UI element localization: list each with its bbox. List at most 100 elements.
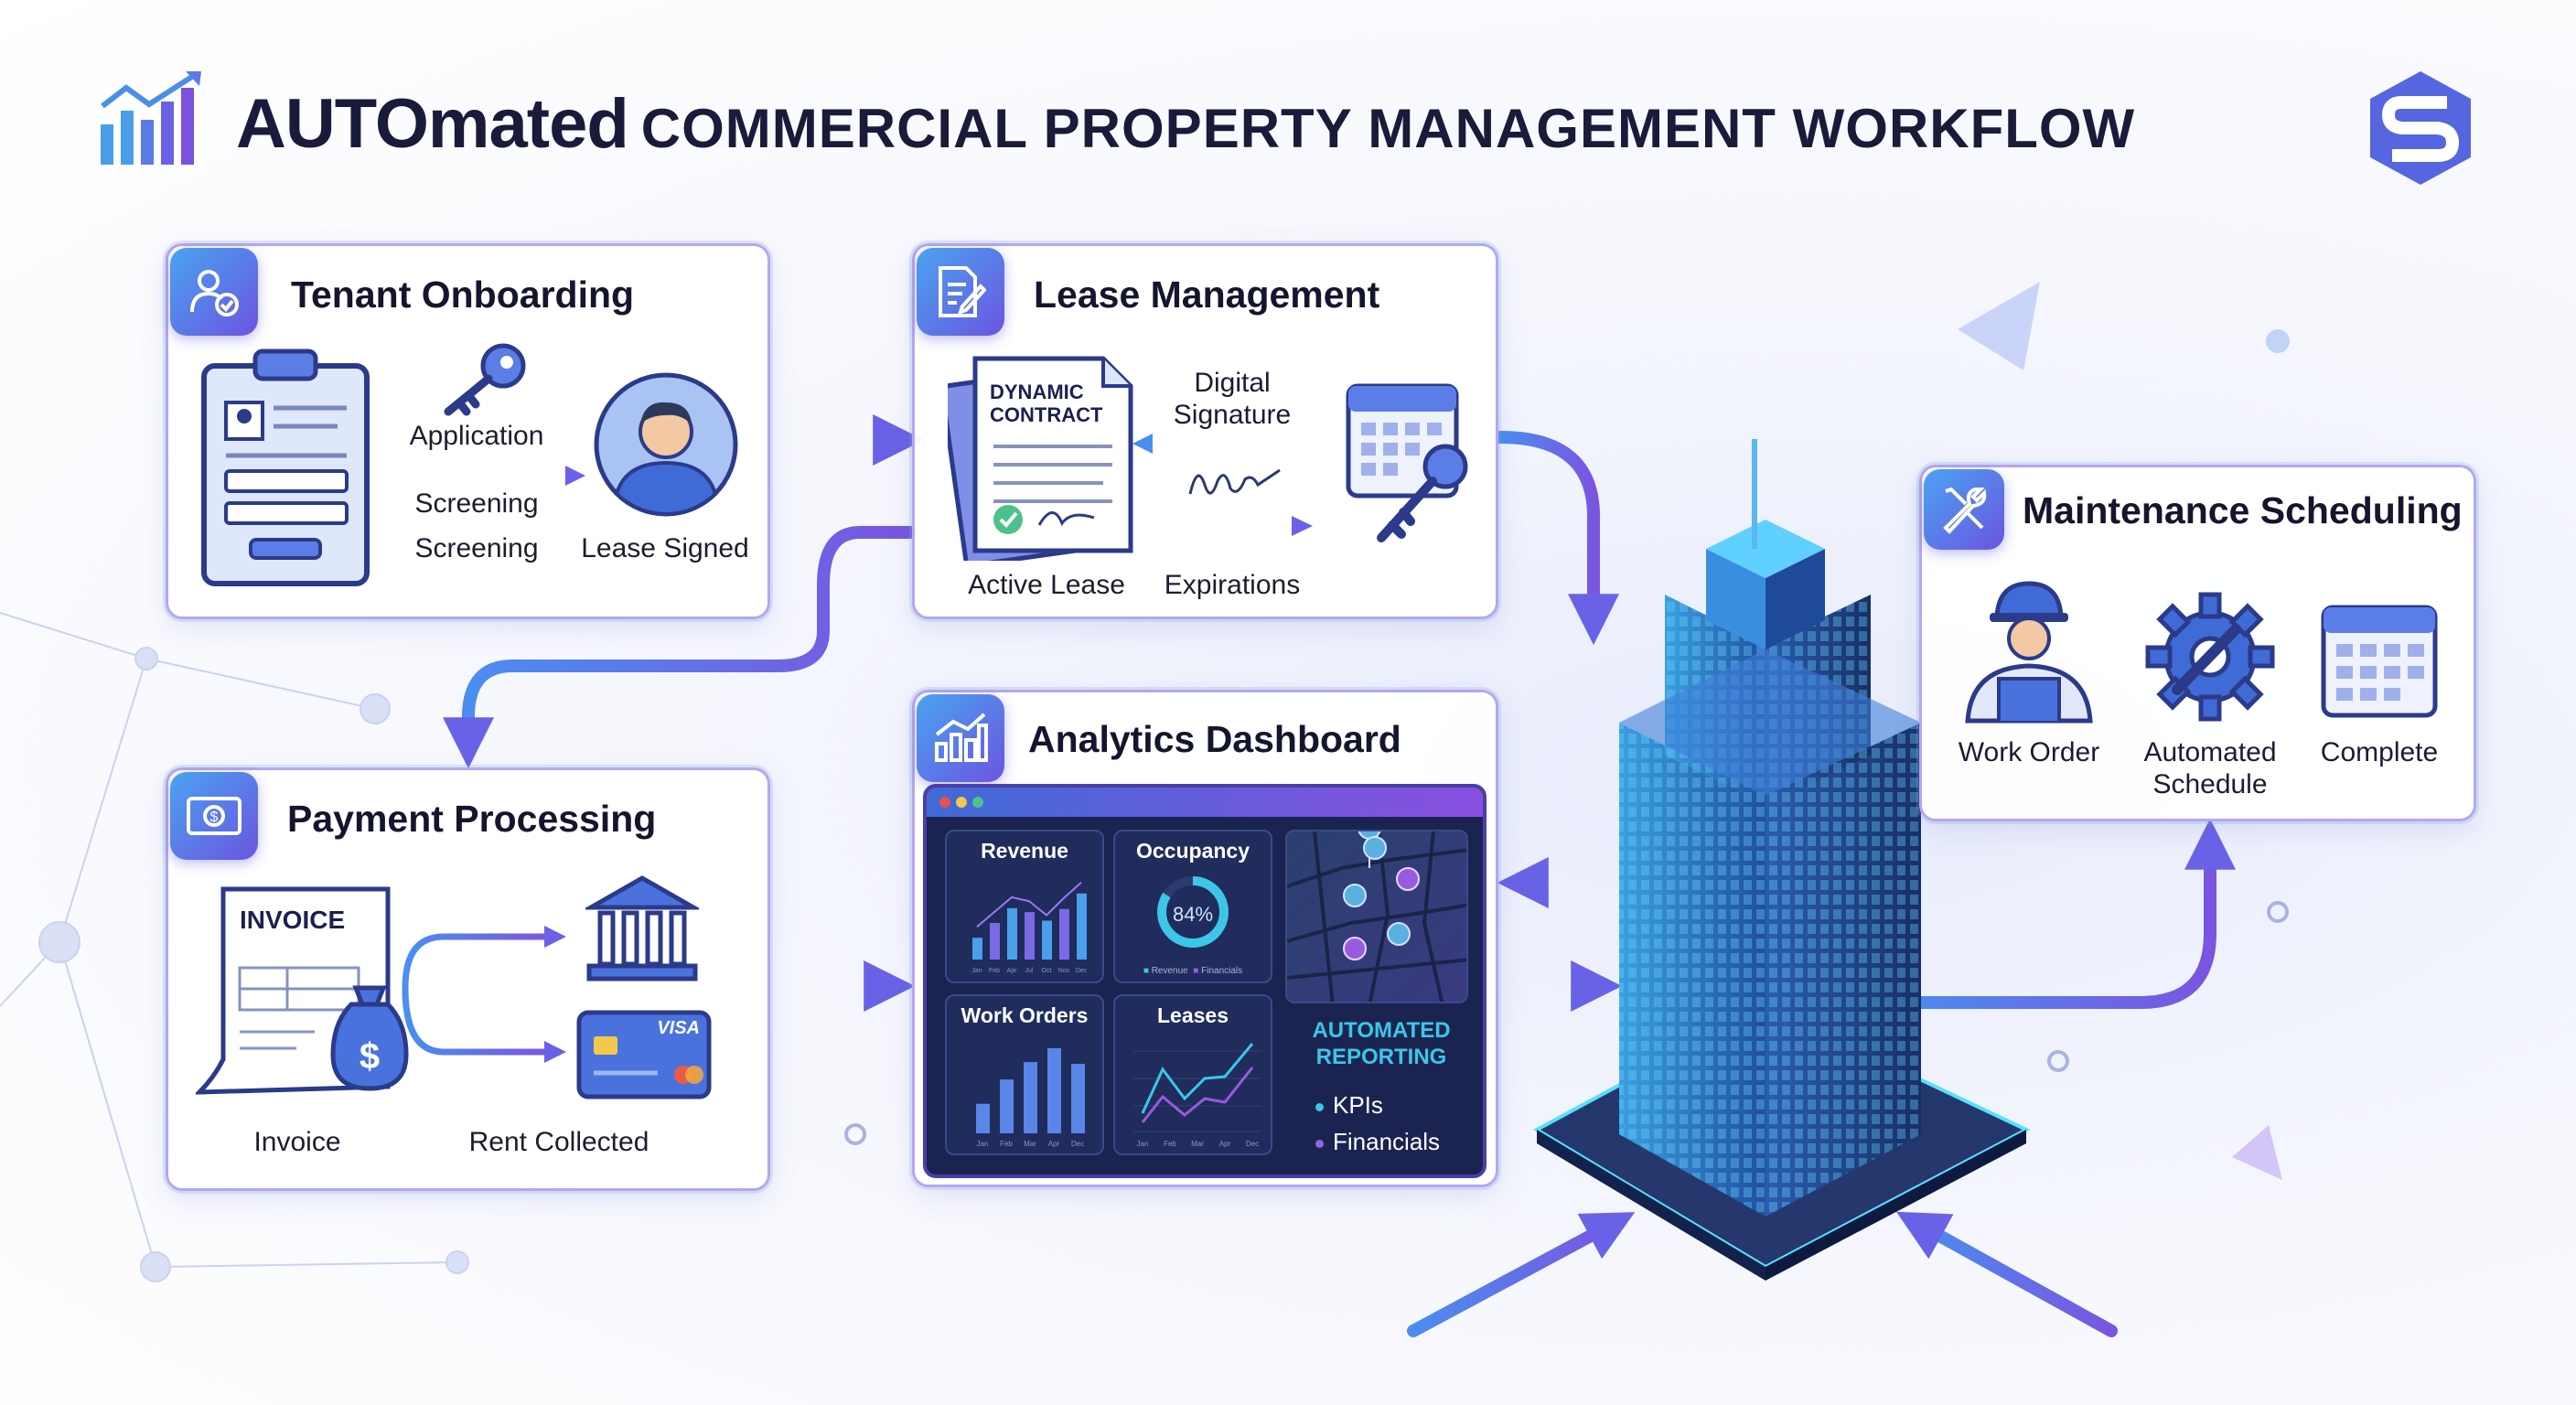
revenue-month-label: Apr <box>1007 968 1018 974</box>
legend-revenue: Revenue <box>1151 966 1188 976</box>
revenue-bar <box>1007 907 1017 960</box>
window-minimize-dot <box>956 797 967 808</box>
signature-scribble <box>1188 468 1281 495</box>
arrow-lease-to-building <box>1494 431 1619 646</box>
bullet-kpis: KPIs <box>1315 1091 1383 1120</box>
label-application: Application <box>409 421 544 451</box>
work-orders-month-label: Jan <box>977 1140 989 1148</box>
revenue-title: Revenue <box>981 839 1068 863</box>
arrow-building-to-maintenance <box>1885 818 2236 1009</box>
automated-line-1: Automated <box>2143 737 2277 767</box>
work-orders-month-label: Dec <box>1071 1140 1084 1148</box>
revenue-month-label: Dec <box>1076 968 1088 974</box>
work-orders-month-label: Apr <box>1048 1140 1060 1148</box>
tenant-avatar <box>593 371 739 518</box>
card-title: Tenant Onboarding <box>291 273 635 316</box>
property-map-panel <box>1285 830 1468 1003</box>
leases-line-kpi <box>1141 1043 1254 1114</box>
bullet-financials-text: Financials <box>1333 1128 1441 1155</box>
revenue-bar <box>1059 908 1069 960</box>
svg-text:$: $ <box>210 810 219 825</box>
invoice-document: $ INVOICE <box>196 885 415 1105</box>
revenue-month-label: Jul <box>1025 968 1034 974</box>
visa-label: VISA <box>657 1018 700 1038</box>
window-maximize-dot <box>972 797 983 808</box>
work-orders-bar <box>1047 1047 1061 1133</box>
work-orders-title: Work Orders <box>961 1003 1089 1027</box>
network-decoration <box>0 612 469 1282</box>
leases-panel: Leases Jan Feb Mar Apr Dec <box>1113 994 1272 1155</box>
card-title: Maintenance Scheduling <box>2023 489 2463 531</box>
map-with-pins <box>1287 831 1466 1002</box>
leases-month-label: Dec <box>1246 1140 1259 1148</box>
leases-chart: Jan Feb Mar Apr Dec <box>1133 1043 1261 1148</box>
leases-title: Leases <box>1156 1003 1229 1027</box>
credit-card-icon: VISA <box>575 1009 713 1100</box>
occupancy-donut <box>1157 876 1229 948</box>
label-rent-collected: Rent Collected <box>468 1127 649 1157</box>
automated-line-2: Schedule <box>2152 768 2268 799</box>
revenue-month-label: Oct <box>1042 968 1052 974</box>
arrow-signature-to-contract <box>1132 434 1328 454</box>
leases-month-label: Apr <box>1219 1140 1231 1148</box>
arrow-inbound-right <box>1895 1211 2118 1337</box>
occupancy-value: 84% <box>1172 903 1214 926</box>
occupancy-title: Occupancy <box>1136 839 1250 863</box>
work-orders-bar <box>976 1103 990 1133</box>
label-invoice: Invoice <box>253 1127 341 1157</box>
label-complete: Complete <box>2320 737 2439 767</box>
occupancy-panel: Occupancy 84% ■ Revenue ■ Financials <box>1113 830 1272 983</box>
arrow-inbound-left <box>1407 1212 1636 1337</box>
revenue-bar <box>1025 912 1035 960</box>
worker-icon <box>1962 578 2096 724</box>
leases-month-label: Jan <box>1137 1140 1149 1148</box>
work-orders-month-label: Mar <box>1024 1140 1036 1148</box>
revenue-bar <box>1042 920 1052 960</box>
arrow-application-to-lease-signed <box>384 466 585 486</box>
card-title: Lease Management <box>1034 273 1380 316</box>
user-check-icon <box>170 248 258 336</box>
revenue-bar <box>972 938 982 960</box>
contract-line-2: CONTRACT <box>990 403 1103 427</box>
leases-month-label: Mar <box>1191 1140 1204 1148</box>
revenue-trend-line <box>976 882 1082 928</box>
invoice-heading: INVOICE <box>240 906 346 934</box>
label-work-order: Work Order <box>1958 737 2100 767</box>
arrow-to-expirations <box>1154 516 1313 536</box>
label-screening-2: Screening <box>414 533 539 563</box>
revenue-bar <box>1077 893 1087 960</box>
legend-financials: Financials <box>1201 966 1243 976</box>
contract-line-1: DYNAMIC <box>990 381 1084 403</box>
card-title: Payment Processing <box>287 798 657 840</box>
window-close-dot <box>939 797 950 808</box>
label-expirations: Expirations <box>1164 570 1301 600</box>
window-titlebar <box>927 788 1483 817</box>
svg-text:$: $ <box>360 1036 380 1077</box>
card-title: Analytics Dashboard <box>1028 718 1401 760</box>
sparkle-decoration <box>844 282 2290 1180</box>
label-active-lease: Active Lease <box>968 570 1125 600</box>
calendar-complete-icon <box>2320 595 2439 721</box>
skyscraper-illustration <box>1532 439 2031 1281</box>
revenue-month-label: Feb <box>989 968 1000 974</box>
reporting-line-2: REPORTING <box>1315 1044 1447 1069</box>
wrench-screwdriver-icon <box>1924 469 2004 550</box>
leases-month-label: Feb <box>1164 1140 1176 1148</box>
clipboard-application-icon <box>200 348 370 587</box>
money-bill-icon: $ <box>170 772 258 860</box>
bar-chart-icon <box>917 694 1004 782</box>
document-edit-icon <box>917 248 1004 336</box>
arrow-split-to-bank-and-card <box>402 926 566 1063</box>
bullet-kpis-text: KPIs <box>1333 1091 1383 1119</box>
work-orders-bar <box>1024 1062 1037 1133</box>
occupancy-legend: ■ Revenue ■ Financials <box>1143 966 1243 976</box>
